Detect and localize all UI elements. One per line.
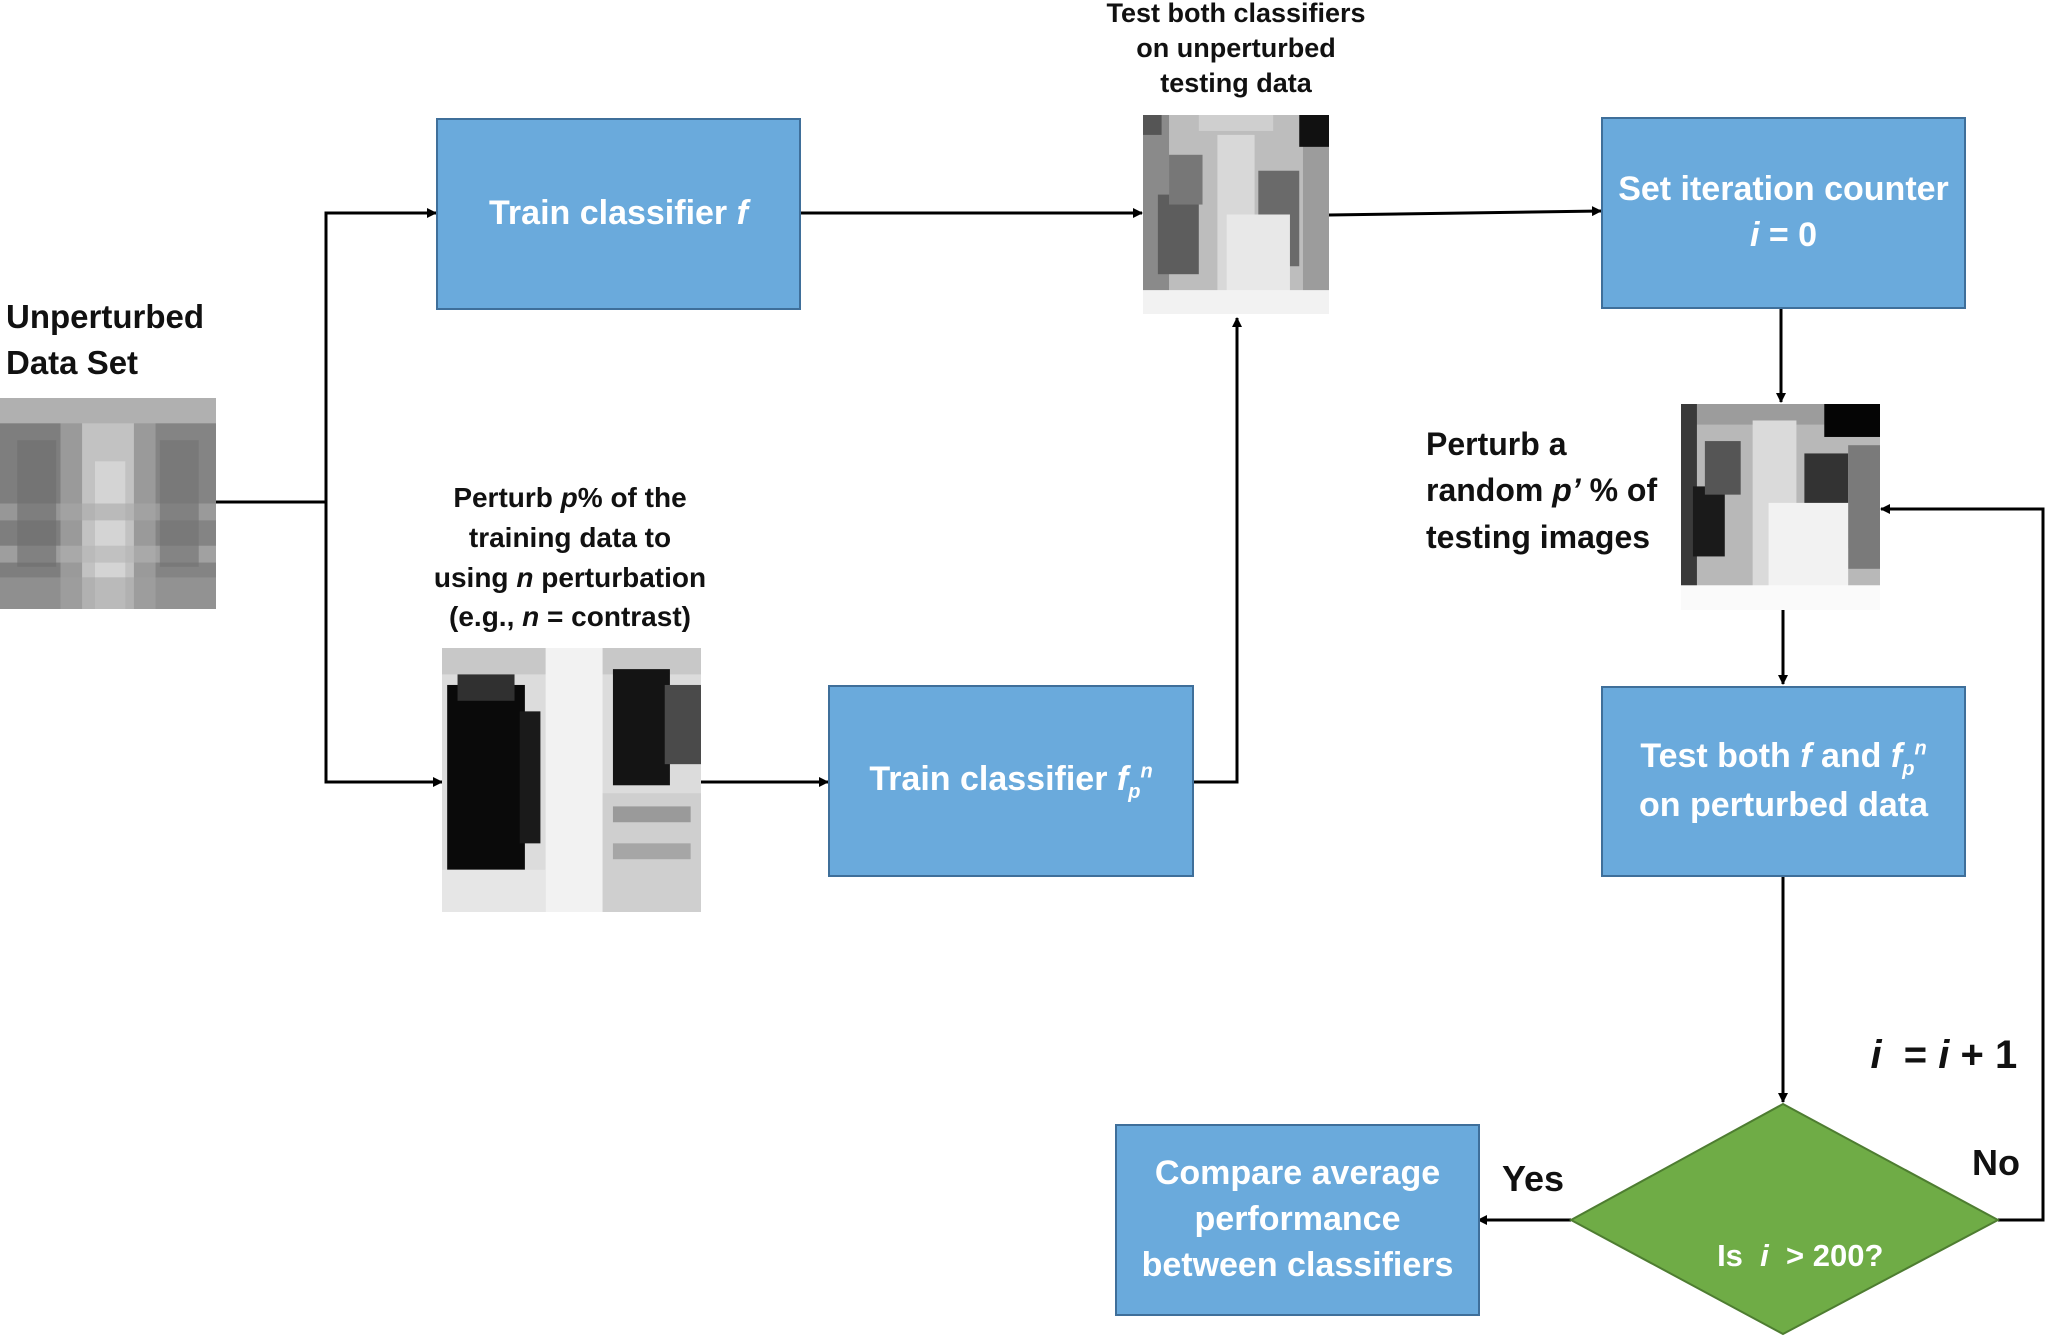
set-counter-line2: = 0 <box>1759 216 1818 254</box>
set-iteration-counter-box: Set iteration counter i = 0 <box>1601 117 1966 309</box>
unperturbed-dataset-label: Unperturbed Data Set <box>6 298 204 382</box>
perturbed-training-xray-image <box>442 648 701 912</box>
test-unperturbed-label: Test both classifiers on unperturbed tes… <box>1106 0 1366 99</box>
train-fpn-var: f <box>1116 759 1129 798</box>
perturb-training-label: Perturb p% of the training data to using… <box>433 482 707 633</box>
test-both-var1: f <box>1800 737 1812 776</box>
increment-label: i = i + 1 <box>1870 1033 2018 1077</box>
test-unperturbed-xray-image <box>1143 115 1329 314</box>
train-fpn-sup: n <box>1140 760 1153 783</box>
arrow-test-image-to-counter <box>1328 206 1602 217</box>
set-counter-var: i <box>1749 216 1760 254</box>
train-fpn-sub: p <box>1128 780 1141 803</box>
train-classifier-f-box: Train classifier f <box>436 118 801 310</box>
arrow-decision-no-loop <box>1880 504 2045 1222</box>
train-f-var: f <box>736 194 748 233</box>
compare-performance-box: Compare average performance between clas… <box>1115 1124 1480 1316</box>
decision-text: Is i > 200? <box>1717 1238 1884 1274</box>
test-both-text-a: Test both <box>1640 737 1801 776</box>
unperturbed-xray-thumbnail <box>0 398 216 609</box>
test-both-sub: p <box>1902 757 1915 780</box>
test-both-var2: f <box>1890 737 1903 776</box>
no-label: No <box>1972 1142 2020 1183</box>
arrow-to-train-f <box>324 208 437 502</box>
compare-line2: performance <box>1194 1200 1401 1239</box>
test-both-text-b: and <box>1811 737 1891 776</box>
arrow-train-fpn-to-test-image <box>1194 317 1242 784</box>
decision-diamond <box>1568 1102 2001 1336</box>
perturbed-testing-xray-image <box>1681 404 1880 610</box>
test-both-perturbed-box: Test both f and fpn on perturbed data <box>1601 686 1966 877</box>
arrow-to-perturbed-train-image <box>324 502 443 787</box>
perturb-testing-label: Perturb a random p’ % of testing images <box>1426 426 1658 555</box>
train-classifier-fpn-box: Train classifier fpn <box>828 685 1194 877</box>
train-f-text: Train classifier <box>489 194 737 233</box>
yes-label: Yes <box>1502 1158 1565 1199</box>
train-fpn-text: Train classifier <box>869 759 1117 798</box>
test-both-sup: n <box>1914 737 1927 760</box>
set-counter-line1: Set iteration counter <box>1618 170 1949 209</box>
compare-line1: Compare average <box>1154 1154 1441 1193</box>
test-both-line2: on perturbed data <box>1638 785 1929 824</box>
compare-line3: between classifiers <box>1141 1245 1454 1284</box>
